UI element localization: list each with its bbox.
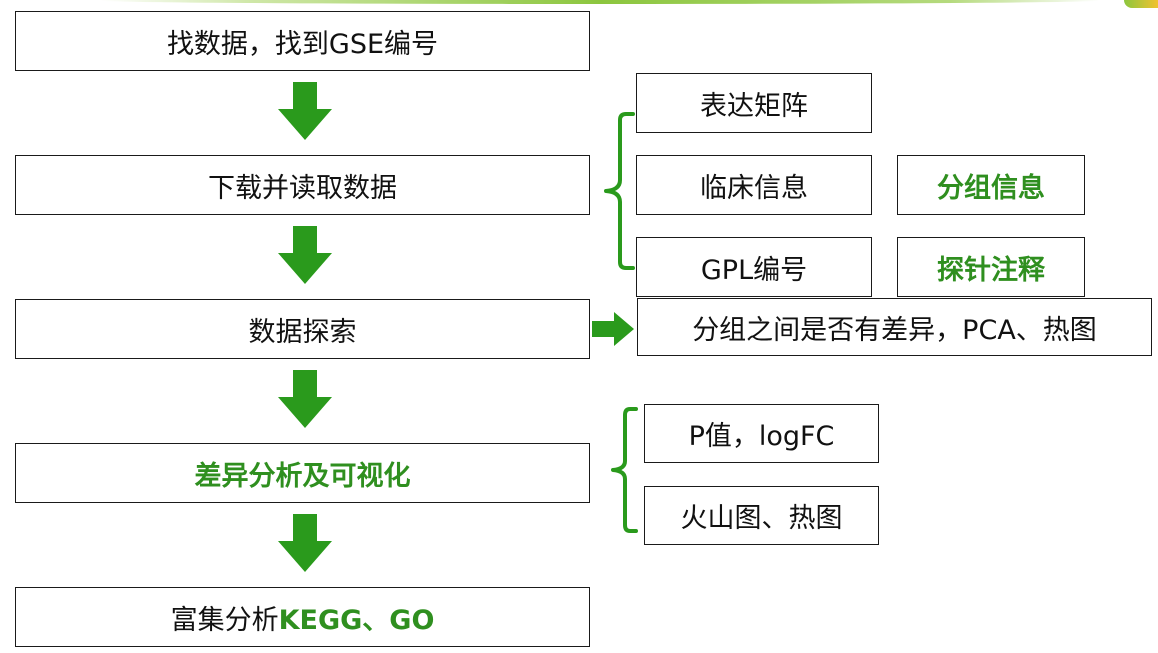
arrow-right-explore [592,312,634,346]
output-probe-annotation: 探针注释 [897,237,1085,297]
output-group-info-label: 分组信息 [937,172,1045,204]
step-diff-analysis: 差异分析及可视化 [15,443,590,503]
output-expression-matrix-label: 表达矩阵 [700,90,808,122]
step-download-read: 下载并读取数据 [15,155,590,215]
output-volcano-heatmap-label: 火山图、热图 [680,503,843,534]
output-explore-result-label: 分组之间是否有差异，PCA、热图 [692,314,1097,346]
bracket-download-outputs [604,112,635,270]
output-expression-matrix: 表达矩阵 [636,73,872,133]
output-clinical-info-label: 临床信息 [700,172,808,204]
arrow-down-3 [278,370,332,428]
step-find-data: 找数据，找到GSE编号 [15,11,590,71]
step-explore-label: 数据探索 [248,316,357,348]
output-pvalue-logfc-label: P值，logFC [688,421,835,452]
step-enrichment-label: 富集分析 [170,604,279,636]
bracket-diff-outputs [611,407,638,533]
step-explore: 数据探索 [15,299,590,359]
arrow-down-1 [278,82,332,140]
arrow-down-4 [278,514,332,572]
step-find-data-label: 找数据，找到GSE编号 [166,28,439,60]
output-clinical-info: 临床信息 [636,155,872,215]
step-enrichment-accent: KEGG、GO [278,604,435,636]
output-gpl-id-label: GPL编号 [700,254,808,286]
output-gpl-id: GPL编号 [636,237,872,297]
output-explore-result: 分组之间是否有差异，PCA、热图 [637,298,1152,356]
output-volcano-heatmap: 火山图、热图 [644,486,879,545]
output-group-info: 分组信息 [897,155,1085,215]
arrow-down-2 [278,226,332,284]
top-decoration-bar [100,0,1100,4]
output-pvalue-logfc: P值，logFC [644,404,879,463]
corner-decoration [1124,0,1158,8]
step-download-read-label: 下载并读取数据 [208,172,397,204]
step-diff-analysis-label: 差异分析及可视化 [194,460,411,492]
output-probe-annotation-label: 探针注释 [937,254,1045,286]
